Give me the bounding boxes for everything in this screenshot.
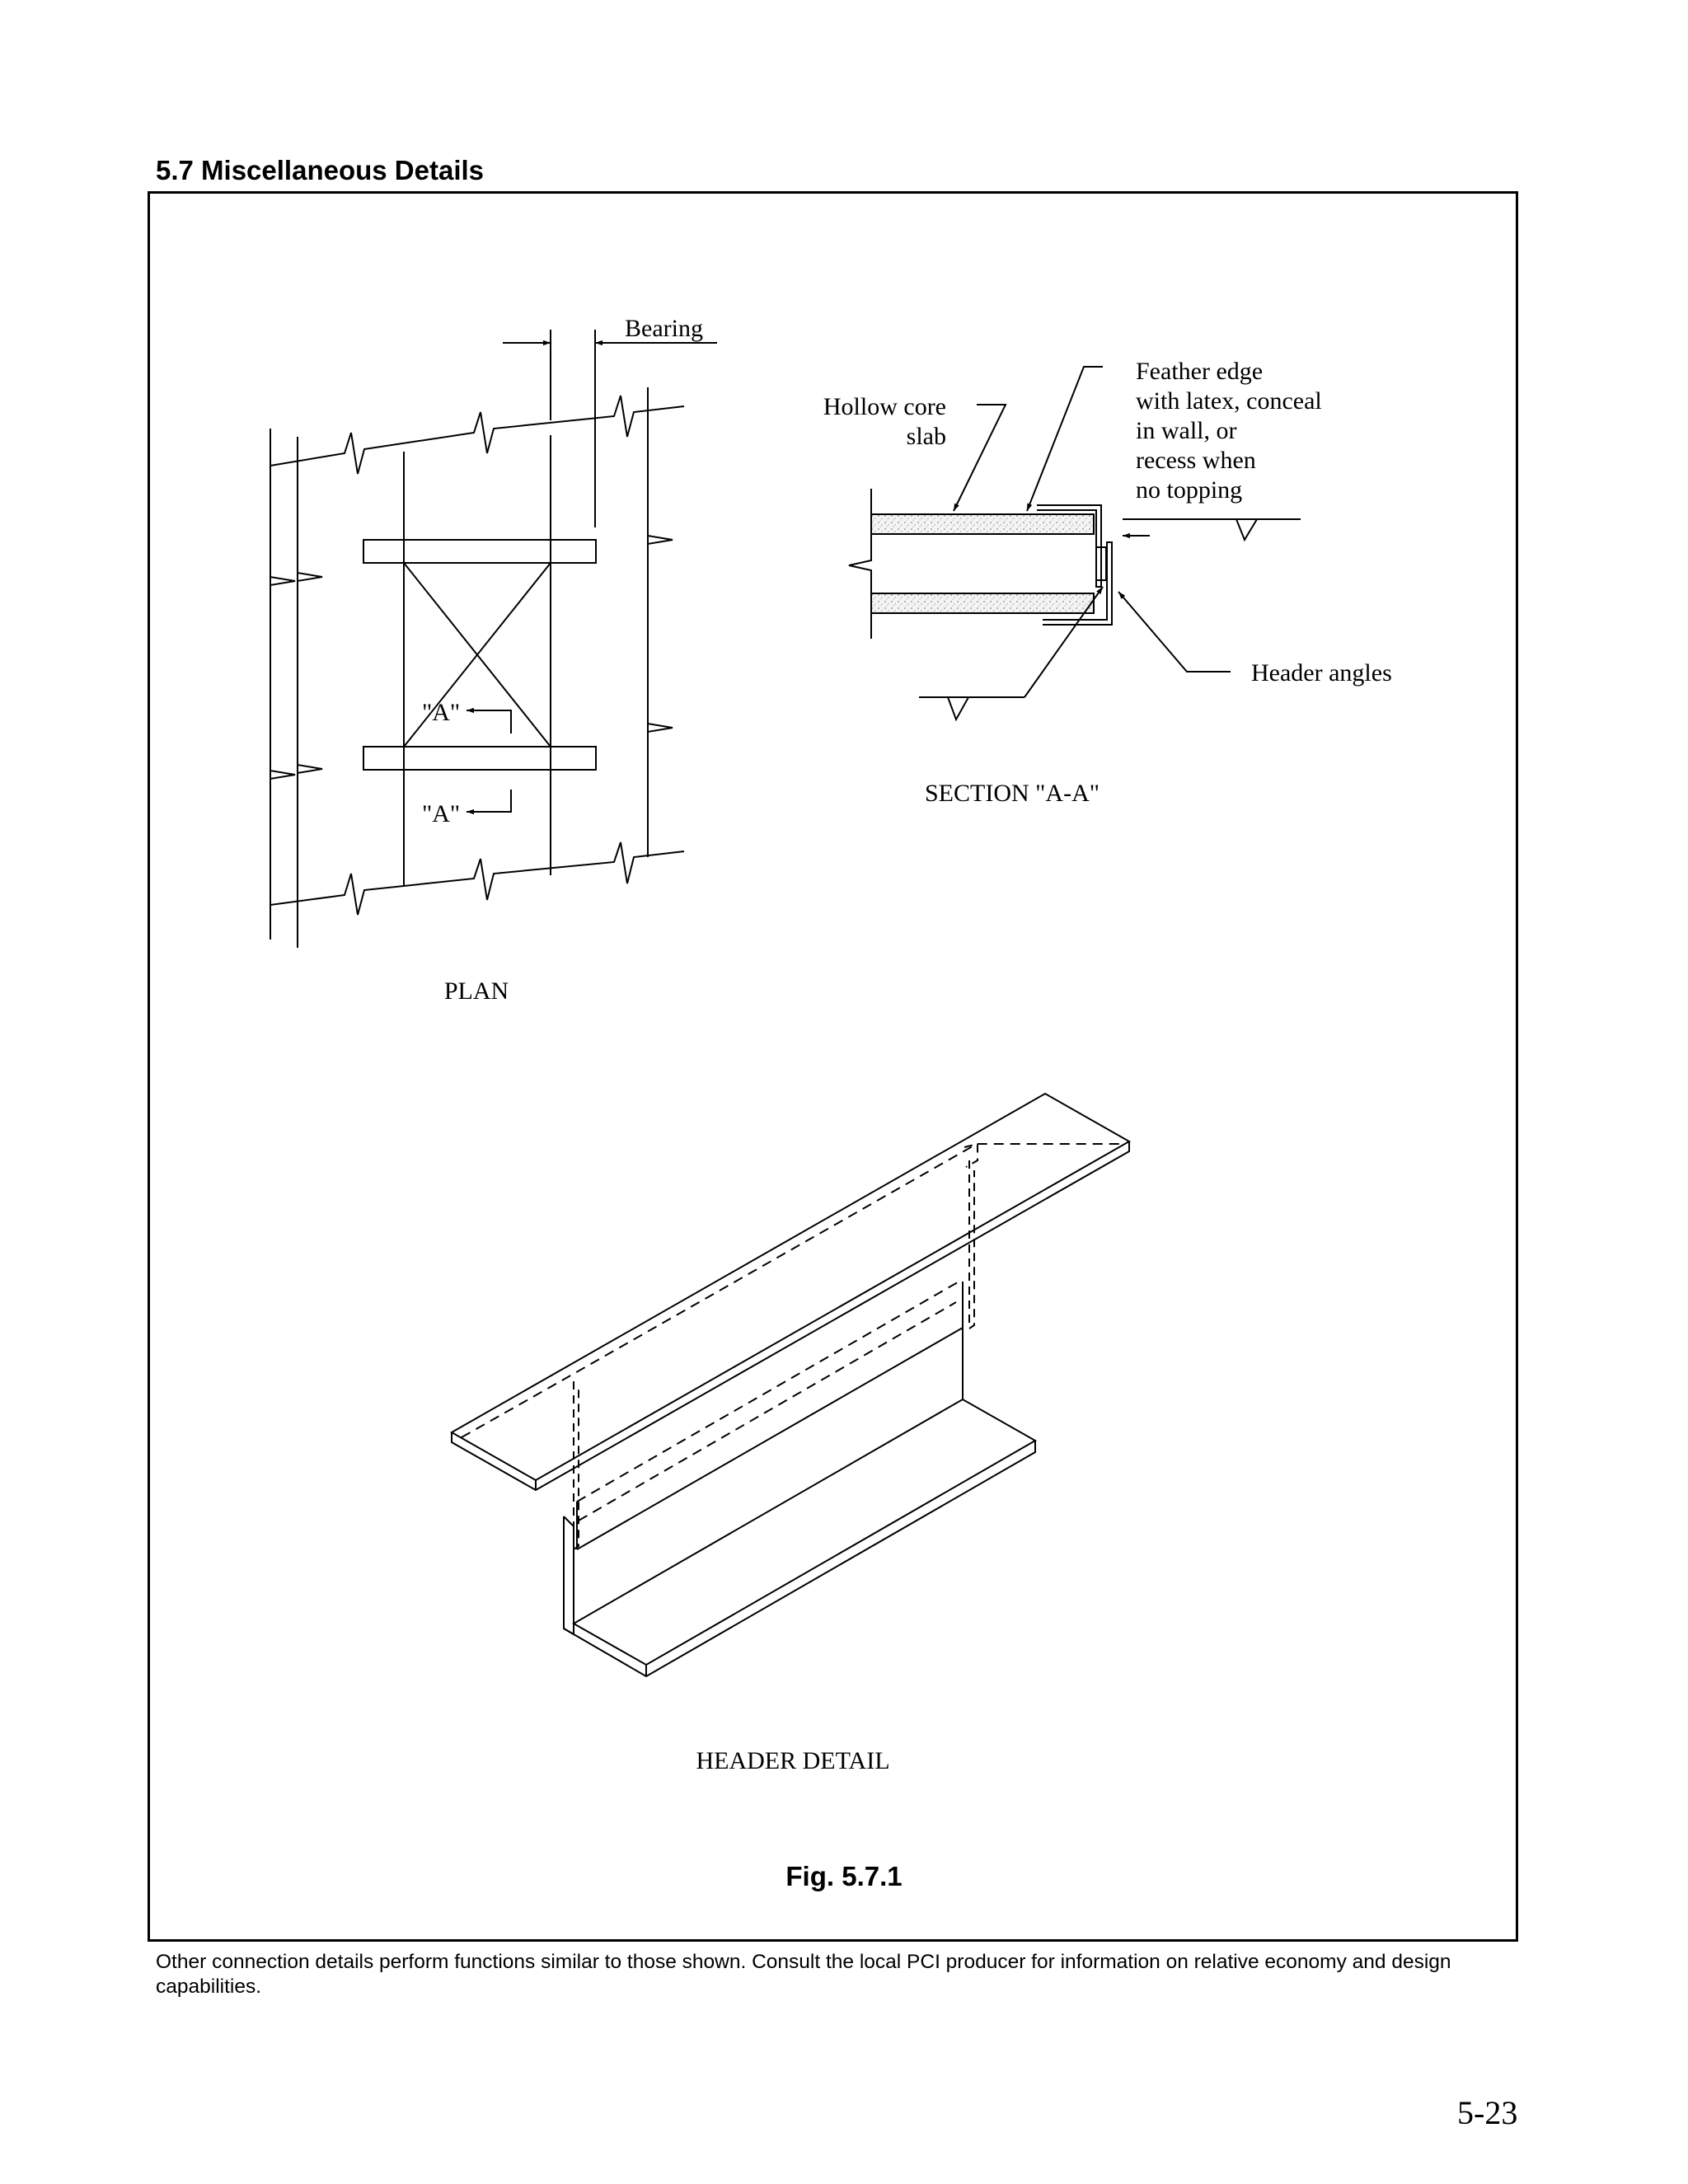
right-wall-outer-break-line	[647, 387, 673, 857]
lower-angle-thickness	[563, 1441, 1036, 1678]
angle-bearing-pad	[1095, 546, 1107, 581]
slab-top-flange	[870, 513, 1095, 535]
figure-frame	[148, 191, 1518, 1942]
slab-bottom-flange	[870, 593, 1095, 614]
lower-angle-horizontal-leg	[571, 1398, 1038, 1666]
feather-edge-label-line-5: no topping	[1136, 476, 1242, 504]
lower-angle-vertical-leg	[563, 1516, 574, 1636]
section-heading: 5.7 Miscellaneous Details	[156, 155, 485, 185]
upper-angle-hidden-leg-right	[968, 1160, 975, 1330]
opening-cross-line-2	[403, 562, 551, 748]
bottom-slab-edge-break-line	[270, 841, 685, 916]
feather-edge-label-line-2: with latex, conceal	[1136, 387, 1322, 415]
footnote: Other connection details perform functio…	[156, 1951, 1451, 1998]
feather-edge-leader-bottom	[1024, 586, 1104, 698]
bearing-label: Bearing	[625, 315, 703, 342]
header-detail-view	[449, 1092, 1132, 1678]
header-detail-title: HEADER DETAIL	[696, 1747, 889, 1774]
top-plate-thickness	[451, 1141, 1130, 1492]
web-plate-front	[576, 1282, 964, 1550]
top-plate-hidden-outline-2	[964, 1142, 978, 1168]
slab-end-break-line	[848, 489, 872, 639]
feather-edge-label-line-1: Feather edge	[1136, 358, 1263, 385]
section-marker-lower-label: "A"	[422, 800, 460, 827]
page-number: 5-23	[1457, 2094, 1518, 2131]
hollow-core-label-line-2: slab	[907, 423, 946, 450]
plan-view	[270, 330, 717, 948]
figure-caption: Fig. 5.7.1	[785, 1861, 903, 1891]
web-plate-mid-hidden	[578, 1301, 957, 1521]
section-marker-lower-line	[467, 790, 512, 815]
top-plate-hidden-outline	[461, 1143, 1120, 1438]
header-angle-lower	[1043, 541, 1113, 626]
feather-edge-leader	[1026, 366, 1103, 512]
web-plate-top-hidden	[576, 1281, 964, 1502]
top-level-marker	[1236, 518, 1258, 542]
left-wall-outer-break-line	[270, 429, 296, 940]
top-plate-face	[449, 1092, 1132, 1482]
hollow-core-label-line-1: Hollow core	[823, 393, 946, 420]
section-marker-upper-line	[467, 707, 512, 733]
section-title: SECTION "A-A"	[925, 780, 1100, 807]
plan-title: PLAN	[444, 977, 509, 1005]
header-angles-label: Header angles	[1251, 659, 1392, 687]
section-a-a-view	[848, 366, 1301, 722]
feather-edge-label-line-3: in wall, or	[1136, 417, 1236, 444]
top-slab-edge-break-line	[270, 395, 685, 475]
lower-header-member	[363, 746, 597, 771]
hollow-core-leader	[953, 404, 1007, 512]
bottom-level-marker	[947, 696, 969, 722]
feather-edge-label-line-4: recess when	[1136, 447, 1256, 474]
upper-header-member	[363, 539, 597, 564]
header-angles-leader	[1118, 591, 1231, 673]
section-marker-upper-label: "A"	[422, 699, 460, 726]
left-wall-inner-break-line	[297, 437, 323, 948]
